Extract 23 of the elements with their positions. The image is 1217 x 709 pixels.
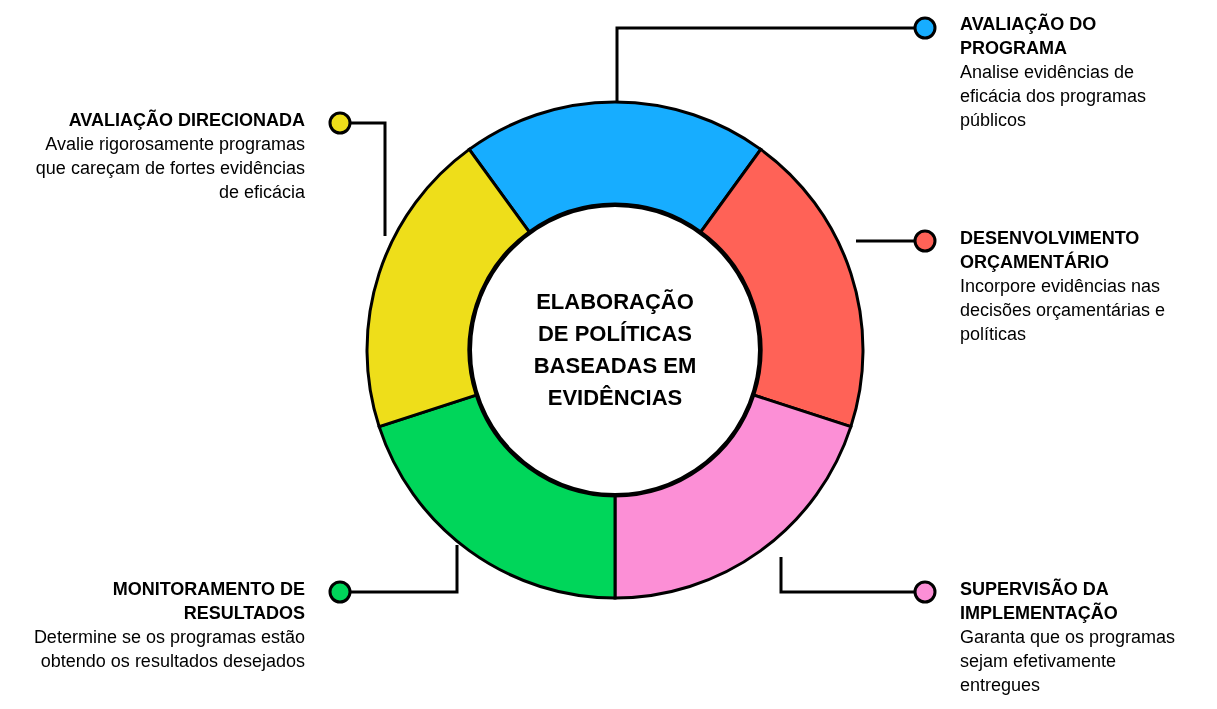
callout-heading: MONITORAMENTO DE RESULTADOS (111, 578, 305, 625)
marker-dot (913, 16, 937, 40)
callout-heading: SUPERVISÃO DA IMPLEMENTAÇÃO (960, 577, 1119, 625)
callout-description: Analise evidências de eficácia dos programas públicos (960, 61, 1148, 132)
callout-description: Determine se os programas estão obtendo os resultados desejados (32, 626, 305, 673)
callout-description: Garanta que os programas sejam efetivamente entregues (960, 626, 1177, 697)
connector-line (856, 239, 915, 243)
callout-heading: AVALIAÇÃO DIRECIONADA (68, 108, 305, 132)
callout-heading: AVALIAÇÃO DO PROGRAMA (960, 12, 1098, 60)
connector-line (615, 26, 915, 103)
connector-line (350, 545, 459, 594)
callout-description: Incorpore evidências nas decisões orçamentárias e políticas (960, 275, 1167, 346)
callout-description: Avalie rigorosamente programas que careçam de fortes evidências de eficácia (34, 133, 305, 204)
marker-dot (328, 111, 352, 135)
connector-line (350, 121, 387, 236)
ring-segment (699, 147, 864, 429)
marker-dot (913, 229, 937, 253)
connector-line (779, 557, 915, 594)
ring-segment (366, 147, 531, 429)
center-title: ELABORAÇÃO DE POLÍTICAS BASEADAS EM EVIDÊNCIAS (532, 288, 698, 412)
callout-heading: DESENVOLVIMENTO ORÇAMENTÁRIO (960, 227, 1141, 274)
marker-dot (913, 580, 937, 604)
marker-dot (328, 580, 352, 604)
